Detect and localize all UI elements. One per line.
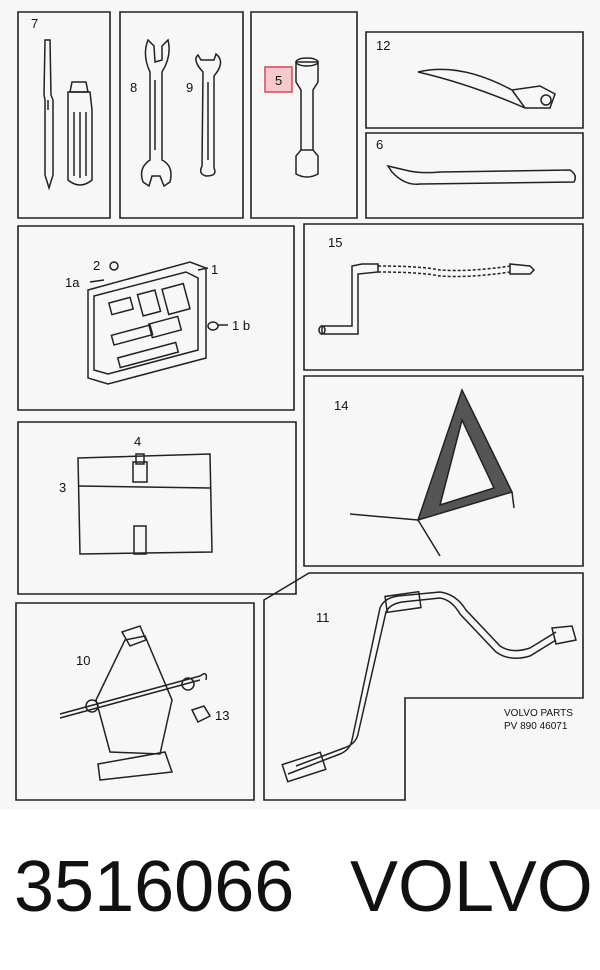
callout-8: 8 — [130, 80, 137, 95]
wheel-brace-drawing — [281, 590, 577, 783]
crank-handle-drawing — [318, 263, 536, 335]
panel-1-frame — [17, 225, 295, 411]
callout-13: 13 — [215, 708, 229, 723]
panel-12-frame — [365, 31, 584, 129]
callout-1b: 1 b — [232, 318, 250, 333]
tool-bag-drawing — [77, 453, 213, 555]
callout-6: 6 — [376, 137, 383, 152]
callout-9: 9 — [186, 80, 193, 95]
callout-12: 12 — [376, 38, 390, 53]
callout-1: 1 — [211, 262, 218, 277]
callout-11: 11 — [316, 610, 330, 625]
panel-15-frame — [303, 223, 584, 371]
tool-tray-drawing — [87, 261, 228, 385]
callout-1a: 1a — [65, 275, 80, 290]
panel-3-4-frame — [17, 421, 297, 595]
callout-2: 2 — [93, 258, 100, 273]
warning-triangle-drawing — [349, 388, 515, 557]
panel-10-13-frame — [15, 602, 255, 801]
panel-5-frame — [250, 11, 358, 219]
brand-name: VOLVO — [350, 847, 593, 927]
callout-14: 14 — [334, 398, 348, 413]
panel-8-9-frame — [119, 11, 244, 219]
pry-bar-drawing — [386, 164, 577, 185]
box-spanner-drawing — [295, 57, 319, 178]
scissor-jack-drawing — [59, 625, 212, 781]
callout-15: 15 — [328, 235, 342, 250]
highlight-box-item-5 — [264, 66, 293, 93]
screwdriver-drawing — [43, 39, 93, 191]
callout-10: 10 — [76, 653, 90, 668]
callout-3: 3 — [59, 480, 66, 495]
callout-7: 7 — [31, 16, 38, 31]
panel-11-frame — [263, 572, 584, 801]
panel-14-frame — [303, 375, 584, 567]
tool-kit-diagram: 7 8 9 5 12 6 2 1a 1 1 b 15 4 3 14 10 13 … — [15, 11, 584, 801]
callout-5: 5 — [275, 73, 282, 88]
part-number: 3516066 — [14, 847, 295, 927]
open-end-wrenches-drawing — [140, 38, 222, 188]
stamp-line-2: PV 890 46071 — [504, 721, 568, 732]
tyre-lever-drawing — [417, 68, 556, 109]
panel-7-frame — [17, 11, 111, 219]
panel-6-frame — [365, 132, 584, 219]
stamp-line-1: VOLVO PARTS — [504, 708, 573, 719]
callout-4: 4 — [134, 434, 141, 449]
